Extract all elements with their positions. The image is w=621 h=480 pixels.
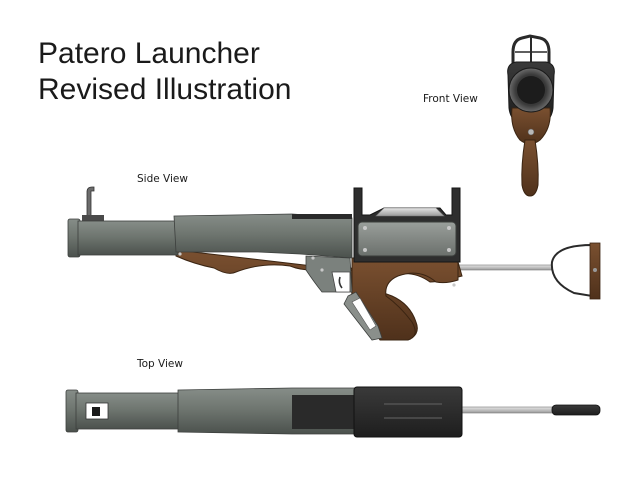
side-view-label: Side View xyxy=(137,173,188,185)
top-view-label: Top View xyxy=(137,358,183,370)
top-view-drawing xyxy=(65,386,601,438)
title-line-2: Revised Illustration xyxy=(38,73,292,106)
title-line-1: Patero Launcher xyxy=(38,37,260,70)
front-view-drawing xyxy=(507,34,555,197)
side-view-drawing xyxy=(67,186,601,341)
front-view-label: Front View xyxy=(423,93,478,105)
illustration-title: Patero Launcher Revised Illustration xyxy=(38,36,291,108)
